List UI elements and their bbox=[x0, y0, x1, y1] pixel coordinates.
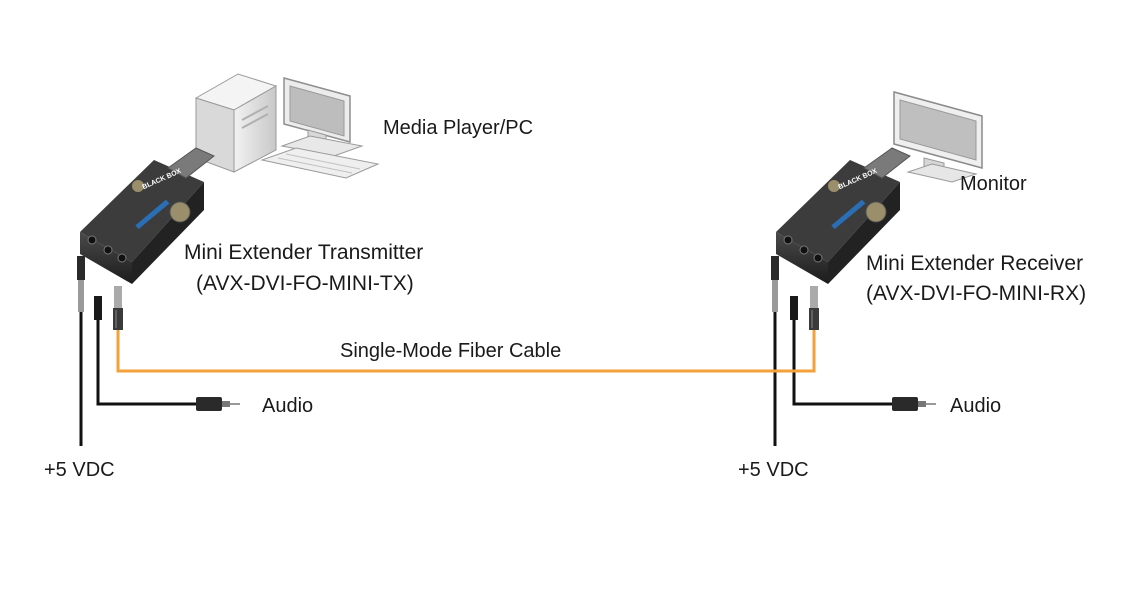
source-label: Media Player/PC bbox=[383, 117, 533, 139]
fiber-label: Single-Mode Fiber Cable bbox=[340, 340, 561, 362]
transmitter-name: Mini Extender Transmitter bbox=[184, 241, 423, 264]
receiver-model: (AVX-DVI-FO-MINI-RX) bbox=[866, 282, 1086, 305]
left-power-label: +5 VDC bbox=[44, 459, 115, 481]
audio-plug-icon bbox=[892, 397, 936, 411]
audio-plug-icon bbox=[196, 397, 240, 411]
monitor-icon bbox=[893, 91, 983, 183]
transmitter-device: BLACK BOX bbox=[80, 147, 215, 284]
left-audio-cable bbox=[94, 296, 240, 411]
left-power-cable bbox=[77, 256, 85, 446]
right-fiber-connector bbox=[809, 286, 819, 330]
right-audio-cable bbox=[790, 296, 936, 411]
receiver-name: Mini Extender Receiver bbox=[866, 252, 1083, 275]
right-audio-label: Audio bbox=[950, 395, 1001, 417]
display-label: Monitor bbox=[960, 173, 1027, 195]
receiver-device: BLACK BOX bbox=[776, 147, 911, 284]
fiber-cable bbox=[116, 330, 816, 373]
left-fiber-connector bbox=[113, 286, 123, 330]
transmitter-model: (AVX-DVI-FO-MINI-TX) bbox=[196, 272, 414, 295]
right-power-label: +5 VDC bbox=[738, 459, 809, 481]
right-power-cable bbox=[771, 256, 779, 446]
desktop-computer-icon bbox=[194, 73, 380, 179]
left-audio-label: Audio bbox=[262, 395, 313, 417]
